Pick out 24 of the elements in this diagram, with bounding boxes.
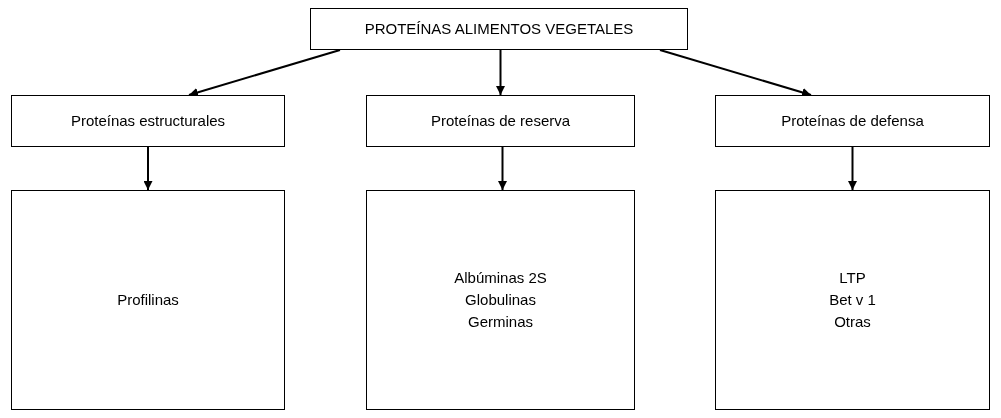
node-label: Proteínas de defensa	[781, 111, 924, 131]
root-box	[310, 8, 688, 50]
category-box	[715, 95, 990, 147]
node-label: LTP	[839, 268, 866, 288]
node-label: Globulinas	[465, 290, 536, 310]
arrow	[143, 146, 153, 191]
node-label: Proteínas estructurales	[70, 111, 226, 131]
node-label: Bet v 1	[829, 290, 876, 310]
category-box	[366, 95, 635, 147]
node-label: Germinas	[468, 312, 533, 332]
list-box	[715, 190, 990, 410]
arrow	[496, 49, 505, 96]
category-box	[11, 95, 285, 147]
node-label: PROTEÍNAS ALIMENTOS VEGETALES	[364, 19, 634, 39]
node-label: Profilinas	[117, 290, 179, 310]
node-label: Albúminas 2S	[454, 268, 547, 288]
node-label: Proteínas de reserva	[430, 111, 571, 131]
arrow	[498, 146, 507, 191]
arrow	[659, 49, 812, 97]
node-label: Otras	[834, 312, 871, 332]
arrow	[188, 49, 341, 97]
list-box	[11, 190, 285, 410]
list-box	[366, 190, 635, 410]
arrow	[848, 146, 857, 191]
